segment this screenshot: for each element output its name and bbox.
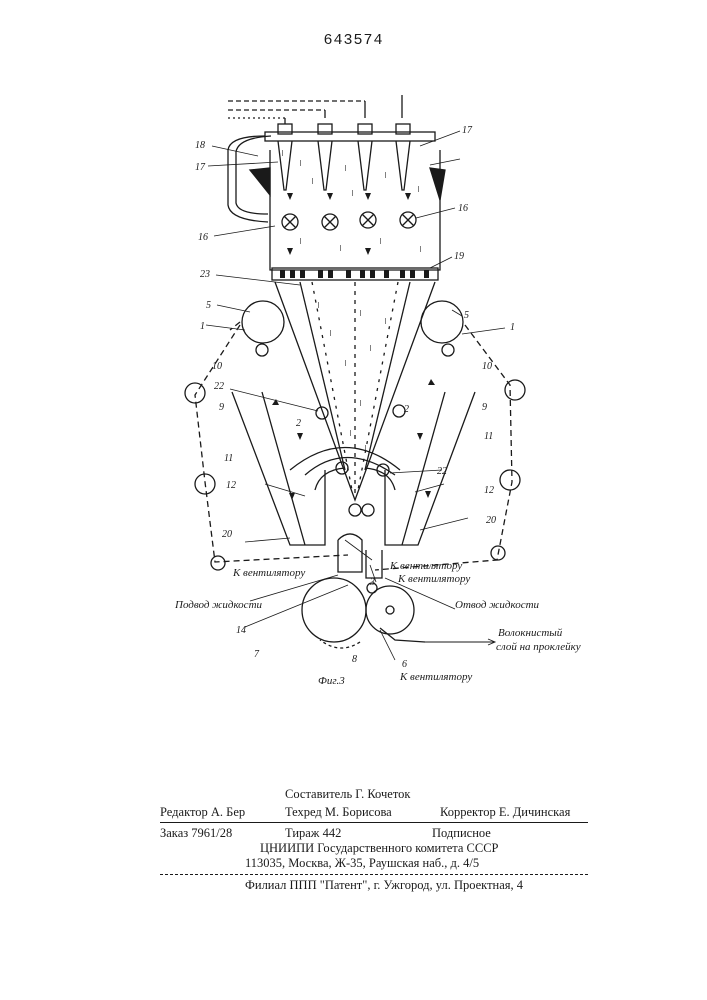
techred: Техред М. Борисова [285,805,392,820]
right-roller [421,301,463,343]
subscription: Подписное [432,826,491,841]
label-20-right: 20 [486,515,496,526]
label-10-right: 10 [482,361,492,372]
label-22-left: 22 [214,381,224,392]
label-19: 19 [454,251,464,262]
label-12-left: 12 [226,480,236,491]
upper-chamber [250,150,445,270]
label-fan-left: К вентилятору [232,567,305,579]
separator-line [160,822,588,823]
left-roller [242,301,284,343]
label-5-left: 5 [206,300,211,311]
label-liquid-in: Подвод жидкости [174,599,263,611]
label-20-left: 20 [222,529,232,540]
label-17-right: 17 [462,125,473,136]
label-12-right: 12 [484,485,494,496]
label-9-left: 9 [219,402,224,413]
belt-paths [195,322,512,570]
roll-7 [302,578,366,642]
label-9-right: 9 [482,402,487,413]
compiler: Составитель Г. Кочеток [285,787,410,802]
hopper [275,282,435,500]
editor: Редактор А. Бер [160,805,245,820]
label-16-left: 16 [198,232,208,243]
label-liquid-out: Отвод жидкости [455,599,540,611]
supply-lines [228,95,402,124]
fiber-stream-texture [282,150,421,451]
label-fan-right: К вентилятору [389,560,462,572]
label-2-right: 2 [404,404,409,415]
label-1-left: 1 [200,321,205,332]
label-22-right: 22 [437,466,447,477]
org-line-2: 113035, Москва, Ж-35, Раушская наб., д. … [245,856,479,871]
technical-drawing: 18 17 17 16 16 19 23 5 5 1 1 10 10 22 22… [140,95,610,695]
label-fibrous-2: слой на проклейку [496,641,581,653]
label-fan-right-2: К вентилятору [397,573,470,585]
corrector: Корректор Е. Дичинская [440,805,570,820]
flow-arrows [272,193,435,500]
circulation: Тираж 442 [285,826,341,841]
label-5-right: 5 [464,310,469,321]
label-16-right: 16 [458,203,468,214]
label-11-right: 11 [484,431,493,442]
figure-caption: Фиг.3 [318,675,345,687]
label-2-left: 2 [296,418,301,429]
label-6: 6 [402,659,407,670]
label-23: 23 [200,269,210,280]
label-17-left: 17 [195,162,206,173]
document-number: 643574 [0,32,707,49]
branch: Филиал ППП "Патент", г. Ужгород, ул. Про… [245,878,523,893]
label-18: 18 [195,140,205,151]
liquid-bath [338,534,382,578]
order-number: Заказ 7961/28 [160,826,232,841]
label-fan-bottom: К вентилятору [399,671,472,683]
label-10-left: 10 [212,361,222,372]
label-7: 7 [254,649,260,660]
label-fibrous-1: Волокнистый [498,627,563,639]
label-8: 8 [352,654,357,665]
label-11-left: 11 [224,453,233,464]
label-14: 14 [236,625,246,636]
label-3: 3 [369,577,375,588]
label-1-right: 1 [510,322,515,333]
org-line-1: ЦНИИПИ Государственного комитета СССР [260,841,499,856]
separator-dashed [160,874,588,875]
